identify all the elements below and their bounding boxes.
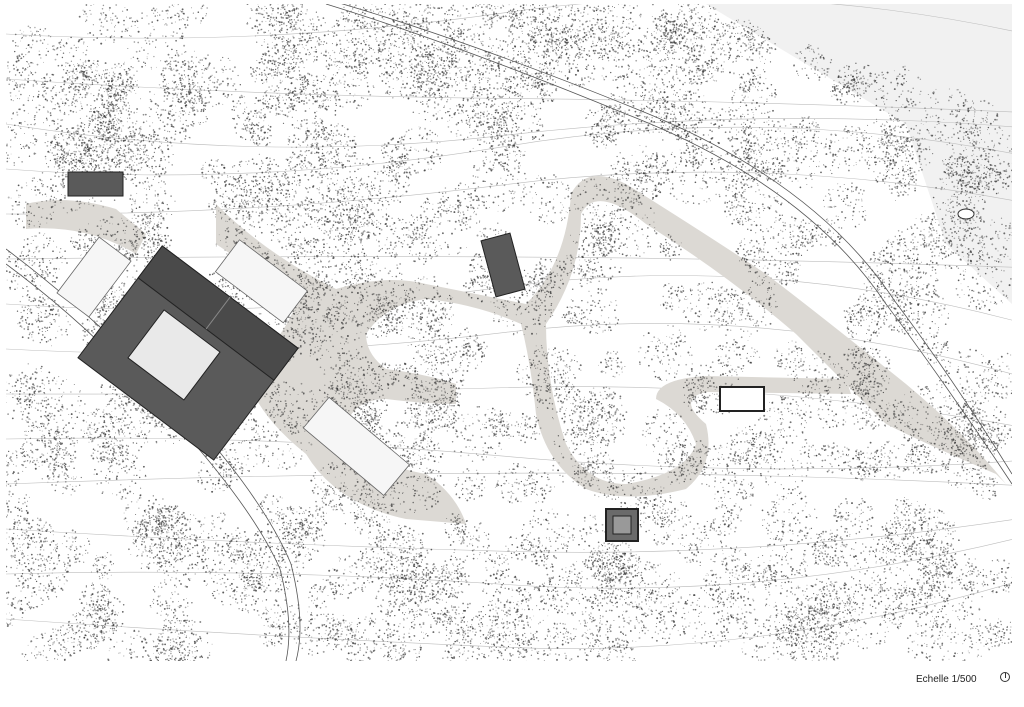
north-arrow-icon bbox=[1000, 672, 1010, 682]
pond bbox=[958, 209, 974, 219]
scale-label: Echelle 1/500 bbox=[916, 674, 977, 685]
pavilion bbox=[720, 387, 764, 411]
shed-1 bbox=[68, 172, 123, 196]
site-plan bbox=[6, 4, 1012, 661]
